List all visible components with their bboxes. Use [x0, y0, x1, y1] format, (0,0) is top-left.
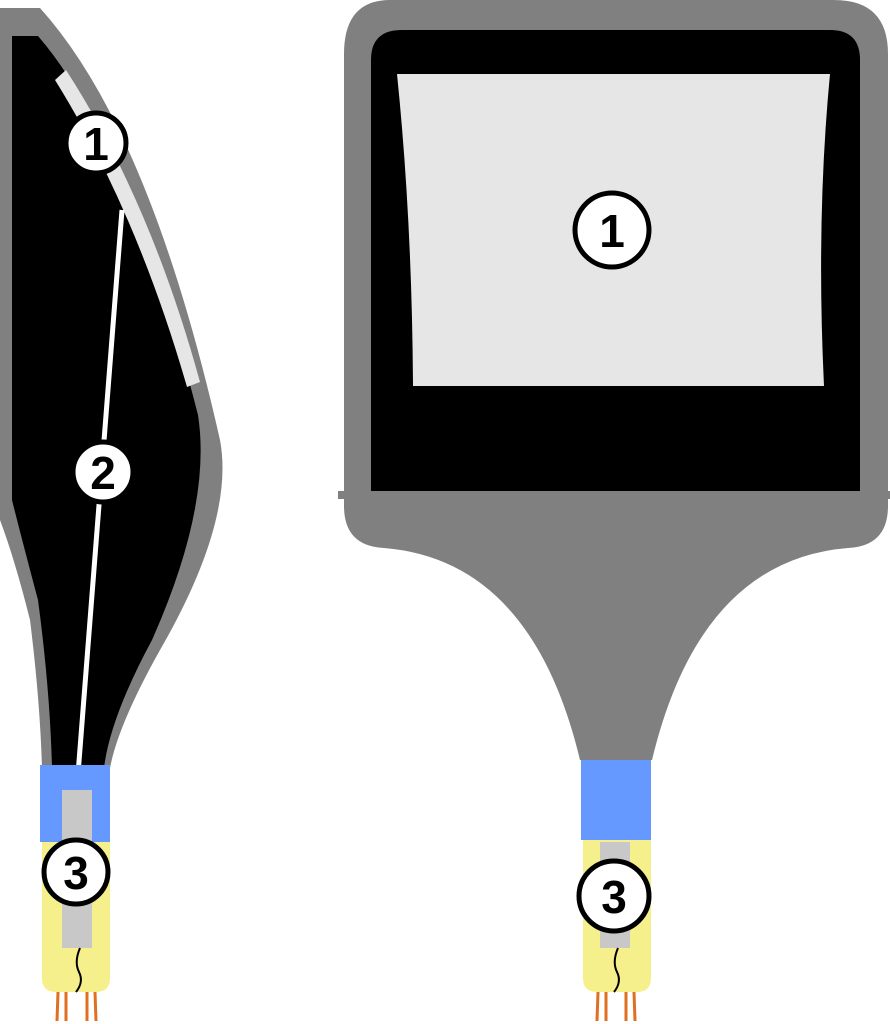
side-phosphor-screen: [55, 70, 200, 387]
side-filament-wire: [75, 947, 82, 993]
callout-label: 2: [90, 447, 116, 499]
callout-screen-side: 1: [63, 110, 129, 176]
callout-label: 3: [601, 871, 627, 923]
callout-screen-front: 1: [572, 190, 652, 270]
front-housing-ledge: [338, 491, 890, 499]
callout-beam-side: 2: [70, 439, 136, 505]
front-filament-wire: [613, 947, 620, 993]
front-view: 1 3: [338, 0, 890, 1022]
callout-gun-side: 3: [41, 837, 111, 907]
side-view: 1 2 3: [0, 8, 223, 1022]
callout-label: 3: [63, 847, 89, 899]
callout-gun-front: 3: [576, 858, 652, 934]
front-socket: [581, 760, 651, 840]
electron-beam-line: [73, 209, 125, 801]
callout-label: 1: [599, 205, 625, 257]
callout-label: 1: [83, 118, 109, 170]
side-pins: [55, 991, 98, 1022]
front-pins: [595, 991, 637, 1022]
